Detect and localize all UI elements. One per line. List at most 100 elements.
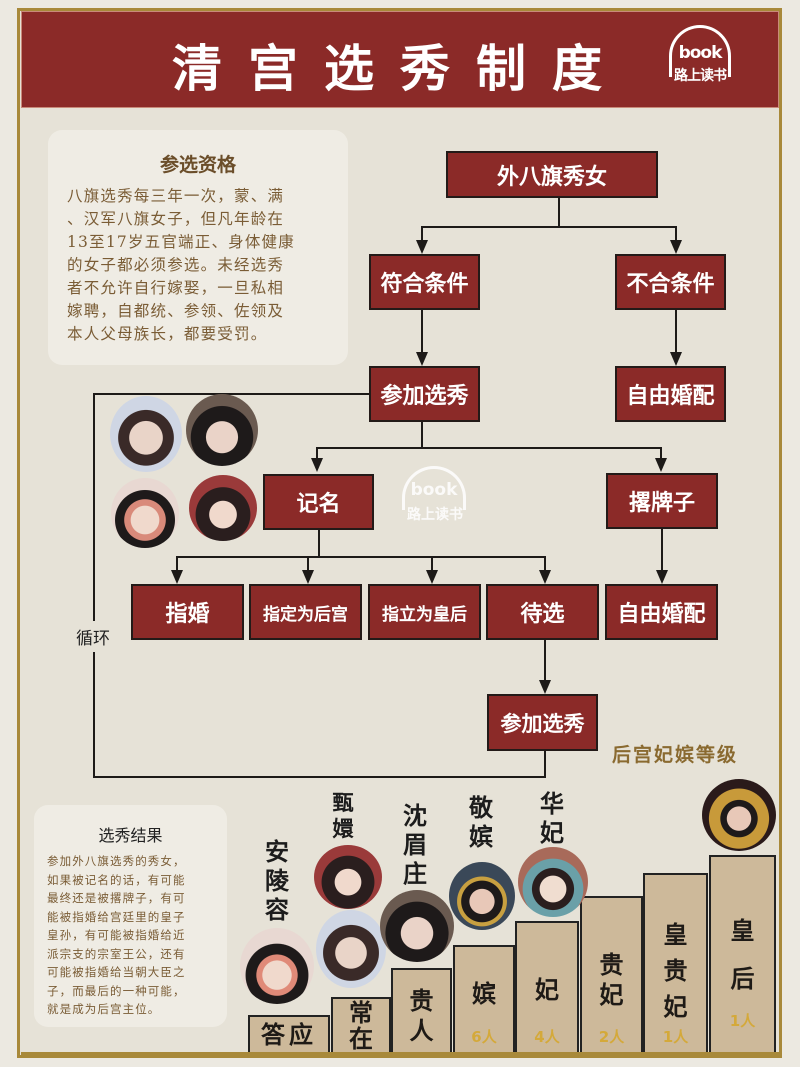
eligibility-title: 参选资格	[159, 154, 236, 176]
loop-label: 循环	[76, 629, 110, 649]
node-recorded: 记名	[263, 474, 374, 530]
portrait-anlingrong	[240, 928, 314, 1004]
node-qualified: 符合条件	[369, 254, 480, 310]
connector	[558, 196, 560, 227]
arrow-down-icon	[416, 240, 428, 254]
rank-step-fei: 妃 4人	[515, 921, 579, 1055]
text-line: 皇孙，有可能被指婚给近	[47, 928, 186, 942]
connector	[307, 556, 309, 573]
portrait-empress	[702, 779, 776, 851]
node-rejected: 撂牌子	[606, 473, 718, 529]
eligibility-card: 参选资格 八旗选秀每三年一次，蒙、满 、汉军八旗女子，但凡年龄在 13至17岁五…	[48, 130, 348, 365]
arrow-down-icon	[416, 352, 428, 366]
rank-label: 妃	[535, 976, 559, 1004]
node-assigned-marriage: 指婚	[131, 584, 244, 640]
node-outer-banner-candidates: 外八旗秀女	[446, 151, 658, 198]
text-line: 如果被记名的话，有可能	[47, 872, 186, 887]
text-line: 本人父母族长，都要受罚。	[67, 325, 268, 343]
rank-label: 答应	[261, 1021, 317, 1049]
text-line: 13至17岁五官端正、身体健康	[67, 233, 295, 251]
arrow-down-icon	[311, 458, 323, 472]
connector	[316, 447, 662, 449]
connector	[544, 556, 546, 573]
connector	[660, 447, 662, 461]
logo-arc-icon	[669, 25, 731, 77]
portrait-huafei	[518, 847, 588, 917]
rank-label: 皇后	[730, 917, 755, 993]
page-title: 清宫选秀制度	[172, 40, 628, 98]
character-name-huafei: 华妃	[540, 790, 564, 847]
rank-label: 皇贵妃	[663, 921, 688, 1021]
connector	[675, 226, 677, 244]
arrow-down-icon	[670, 240, 682, 254]
connector	[421, 226, 676, 228]
node-pending: 待选	[486, 584, 599, 640]
portrait-image	[186, 394, 258, 466]
arrow-down-icon	[426, 570, 438, 584]
rank-step-changzai: 常在	[331, 997, 391, 1055]
character-name-anlingrong: 安陵容	[265, 838, 289, 924]
text-line: 嫁聘，自都统、参领、佐领及	[67, 302, 285, 320]
connector	[675, 309, 677, 357]
arrow-down-icon	[670, 352, 682, 366]
rank-label: 贵人	[409, 987, 434, 1045]
arrow-down-icon	[302, 570, 314, 584]
text-line: 八旗选秀每三年一次，蒙、满	[67, 187, 285, 205]
loop-connector	[544, 750, 546, 777]
text-line: 可能被指婚给当朝大臣之	[47, 965, 186, 979]
portrait-shenmeizhuang	[380, 890, 454, 962]
rank-step-guifei: 贵妃 2人	[580, 896, 643, 1055]
results-title: 选秀结果	[98, 826, 163, 845]
text-line: 子，而最后的一种可能，	[47, 983, 186, 998]
rank-count: 6人	[471, 1028, 497, 1046]
loop-connector	[93, 393, 371, 395]
node-participate-again: 参加选秀	[487, 694, 598, 751]
arrow-down-icon	[171, 570, 183, 584]
rank-label: 常在	[349, 999, 373, 1053]
rank-count: 2人	[598, 1028, 625, 1046]
frame-bottom-border	[21, 1052, 779, 1055]
rank-step-pin: 嫔 6人	[453, 945, 515, 1055]
portrait-jingpin	[449, 862, 515, 930]
rank-step-daying: 答应	[248, 1015, 330, 1055]
logo-subtitle: 路上读书	[674, 68, 727, 84]
node-unqualified: 不合条件	[615, 254, 726, 310]
rank-step-huangguifei: 皇贵妃 1人	[643, 873, 708, 1055]
loop-connector	[93, 776, 546, 778]
watermark-arc-icon	[402, 466, 466, 510]
loop-connector	[93, 652, 95, 778]
text-line: 最终还是被撂牌子，有可	[47, 891, 186, 905]
watermark-mark: book	[410, 480, 458, 500]
text-line: 能被指婚给宫廷里的皇子	[47, 909, 186, 924]
text-line: 者不允许自行嫁娶，一旦私相	[67, 279, 285, 297]
arrow-down-icon	[655, 458, 667, 472]
node-free-marriage: 自由婚配	[615, 366, 726, 422]
connector	[421, 226, 423, 244]
watermark-logo: book 路上读书	[402, 466, 470, 526]
text-line: 、汉军八旗女子，但凡年龄在	[67, 210, 285, 228]
connector	[318, 530, 320, 557]
loop-connector	[93, 393, 95, 621]
connector	[431, 556, 433, 573]
results-card: 选秀结果 参加外八旗选秀的秀女， 如果被记名的话，有可能 最终还是被撂牌子，有可…	[34, 805, 227, 1027]
eligibility-text: 八旗选秀每三年一次，蒙、满 、汉军八旗女子，但凡年龄在 13至17岁五官端正、身…	[67, 185, 348, 346]
rank-label: 嫔	[472, 980, 496, 1008]
connector	[176, 556, 178, 573]
arrow-down-icon	[539, 570, 551, 584]
connector	[176, 556, 546, 558]
character-name-zhenhuan: 甄嬛	[332, 791, 354, 841]
rank-count: 4人	[534, 1028, 560, 1046]
node-participate: 参加选秀	[369, 366, 480, 422]
node-free-marriage-2: 自由婚配	[605, 584, 718, 640]
portrait-image	[110, 396, 182, 472]
portrait-image	[189, 475, 257, 541]
rank-section-title: 后宫妃嫔等级	[612, 744, 739, 766]
arrow-down-icon	[539, 680, 551, 694]
connector	[544, 640, 546, 685]
rank-step-huanghou: 皇后 1人	[709, 855, 776, 1055]
title-banner: 清宫选秀制度 book 路上读书	[21, 11, 779, 108]
character-name-shenmeizhuang: 沈眉庄	[403, 802, 427, 888]
text-line: 的女子都必须参选。未经选秀	[67, 256, 285, 274]
character-name-jingpin: 敬嫔	[469, 794, 493, 851]
connector	[421, 421, 423, 448]
